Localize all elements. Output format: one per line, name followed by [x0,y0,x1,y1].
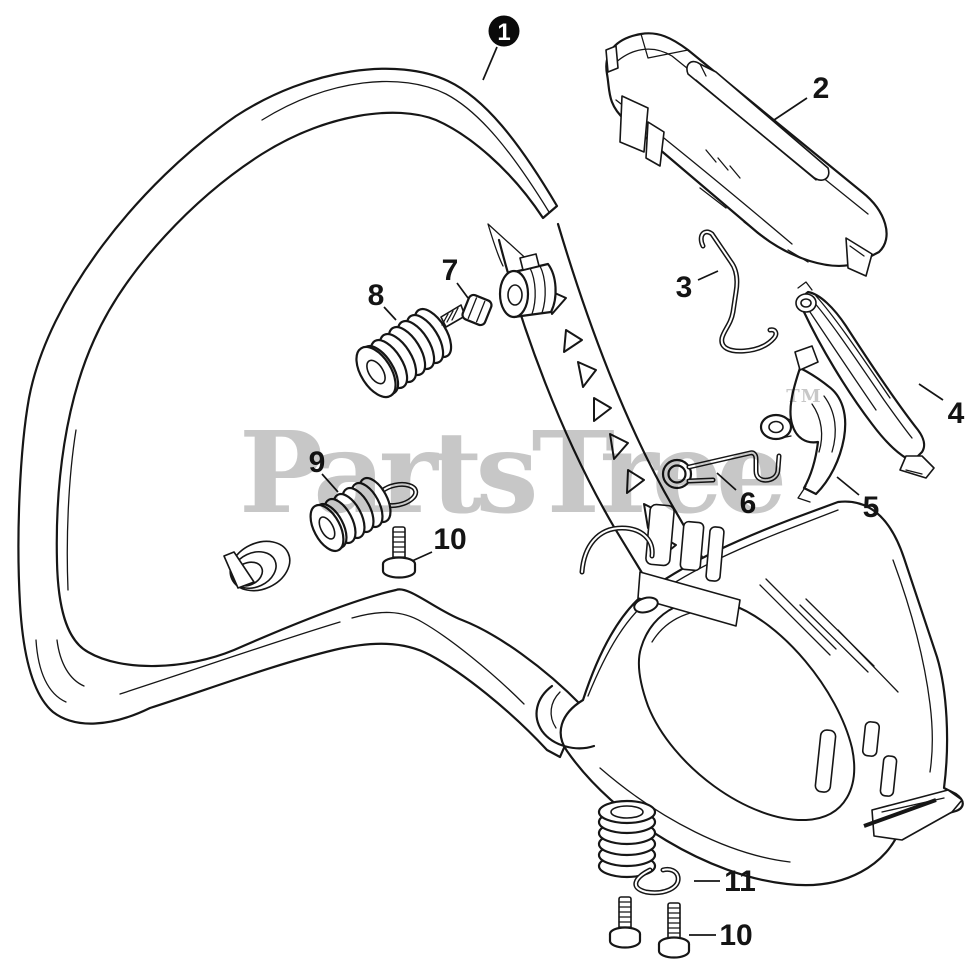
callout-10-lower-label: 10 [719,919,752,952]
callout-11: 11 [694,865,756,898]
callout-5-label: 5 [863,491,880,524]
part-10-screw-upper [381,526,417,579]
part-3-throttle-rod [698,229,779,354]
callout-1: 1 [482,15,520,81]
callout-9-label: 9 [309,446,326,479]
callout-1-label: 1 [497,19,510,46]
part-2-top-cover [605,32,888,277]
callout-2: 2 [773,72,830,121]
part-10-screw-bottom-left [608,896,642,949]
part-5-trigger-cam [759,345,847,503]
callout-8-label: 8 [368,279,385,312]
callout-11-label: 11 [724,865,756,898]
callout-2-label: 2 [813,72,830,105]
callout-10-upper-label: 10 [433,523,466,556]
part-10-screw-bottom-right [657,902,691,959]
part-11-torsion-spring [597,799,681,896]
callout-4: 4 [918,383,965,430]
handle-mount-boss [498,253,557,319]
callout-5: 5 [836,476,880,524]
part-8-compression-spring [355,307,453,399]
rear-handle-assembly [487,222,964,887]
callout-3: 3 [676,270,719,304]
callout-8: 8 [368,279,397,321]
callout-3-label: 3 [676,271,693,304]
callout-10-lower: 10 [689,919,753,952]
part-9-tension-spring [309,476,419,553]
callout-4-label: 4 [948,397,965,430]
callout-7-label: 7 [442,254,459,287]
callout-7: 7 [442,254,469,299]
trigger-latch-tabs [633,503,741,627]
callout-6-label: 6 [740,487,757,520]
callout-10-upper: 10 [411,523,467,562]
part-1-front-handlebar [17,67,584,759]
part-7-screw [440,293,493,328]
antivib-spiral-mount [223,540,291,592]
part-6-torsion-spring [661,450,782,490]
part-4-brake-lever [795,281,935,479]
callout-9: 9 [309,446,339,493]
callout-6: 6 [716,472,757,520]
